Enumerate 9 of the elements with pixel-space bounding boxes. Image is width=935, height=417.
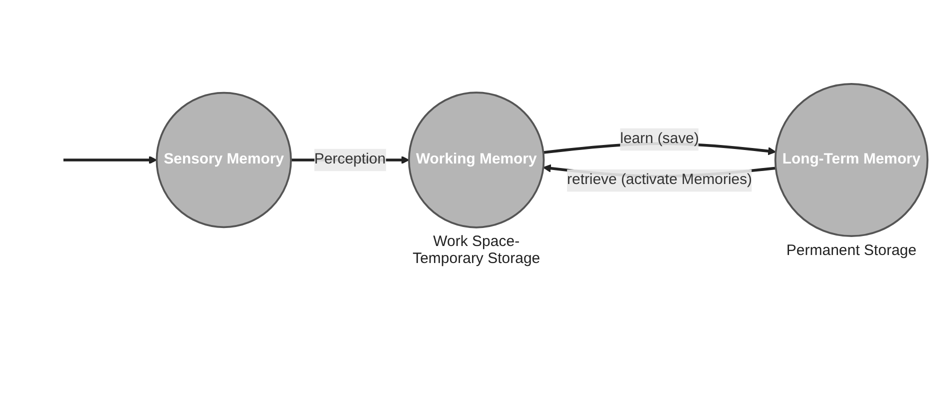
edge-label: retrieve (activate Memories) bbox=[567, 172, 752, 188]
node-circle: Working Memory bbox=[408, 92, 545, 228]
edge-label: learn (save) bbox=[620, 131, 699, 147]
node-circle: Long-Term Memory bbox=[774, 82, 928, 238]
arrow bbox=[63, 156, 158, 164]
edge-label: Perception bbox=[314, 152, 386, 168]
node-circle: Sensory Memory bbox=[156, 92, 292, 228]
node-caption: Permanent Storage bbox=[785, 242, 918, 260]
node-caption: Work Space- Temporary Storage bbox=[412, 233, 542, 268]
